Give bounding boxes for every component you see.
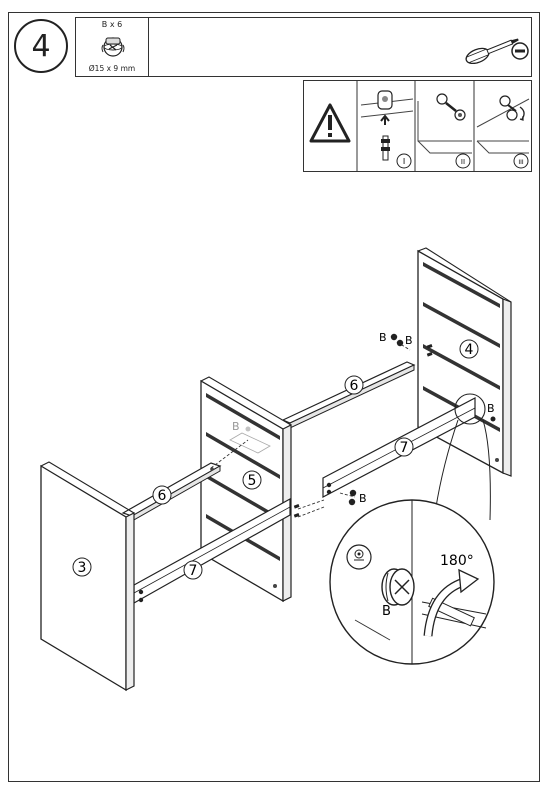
- panel-3-left-side: [40, 461, 135, 692]
- callout-b-5: B: [232, 420, 240, 433]
- insert-cam-lock-icon: [417, 93, 472, 154]
- step-label-ii: II: [455, 153, 471, 169]
- svg-text:7: 7: [400, 440, 409, 456]
- part-quantity: B x 6: [101, 20, 123, 29]
- panel-label-7-front: 7: [183, 560, 203, 580]
- warning-triangle-icon: [309, 103, 351, 143]
- svg-text:5: 5: [248, 473, 257, 489]
- instruction-frame: [8, 12, 540, 782]
- callout-b-1: B: [379, 331, 387, 344]
- screwdriver-icon: [465, 38, 529, 64]
- insert-cam-pin-icon: [360, 90, 414, 161]
- cam-pins: [293, 344, 433, 518]
- panel-label-6-back: 6: [344, 375, 364, 395]
- panel-label-3: 3: [72, 557, 92, 577]
- panel-5-middle: [200, 376, 292, 603]
- callout-b-3: B: [487, 402, 495, 415]
- step-number: 4: [14, 19, 68, 73]
- warning-box: I II III: [303, 80, 532, 172]
- rotation-arrow-icon: [423, 568, 480, 637]
- cam-lock-icon: [101, 37, 125, 57]
- cam-pin-detail-icon: [346, 544, 372, 570]
- detail-part-label: B: [382, 604, 391, 619]
- step-number-label: 4: [31, 28, 51, 64]
- panel-number-labels: 3 4 5 6 6 7 7: [72, 339, 479, 580]
- svg-text:6: 6: [350, 378, 359, 394]
- svg-text:4: 4: [465, 342, 474, 358]
- svg-text:III: III: [518, 159, 524, 166]
- part-callout-labels: B B B B B B 180°: [232, 331, 495, 619]
- svg-text:II: II: [461, 158, 465, 166]
- turn-cam-lock-icon: [476, 95, 530, 154]
- part-dimension: Ø15 x 9 mm: [88, 64, 136, 73]
- detail-callout: [329, 393, 495, 665]
- svg-text:I: I: [403, 157, 405, 166]
- callout-b-4: B: [359, 492, 367, 505]
- svg-text:6: 6: [158, 488, 167, 504]
- step-label-i: I: [396, 153, 412, 169]
- svg-text:7: 7: [189, 563, 198, 579]
- rotation-label: 180°: [440, 553, 474, 569]
- panel-label-5: 5: [242, 470, 262, 490]
- part-cell-b: B x 6 Ø15 x 9 mm: [76, 18, 149, 76]
- step-label-iii: III: [513, 153, 529, 169]
- callout-b-2: B: [405, 334, 413, 347]
- panel-label-6-front: 6: [152, 485, 172, 505]
- panel-label-7-back: 7: [394, 437, 414, 457]
- cam-lock-detail-icon: [381, 568, 415, 606]
- panel-label-4: 4: [459, 339, 479, 359]
- cam-lock-parts: [348, 333, 496, 506]
- svg-text:3: 3: [78, 560, 87, 576]
- panel-4-right-side: [417, 247, 512, 477]
- panel-6-top-back: [281, 361, 416, 429]
- parts-box: B x 6 Ø15 x 9 mm: [75, 17, 532, 77]
